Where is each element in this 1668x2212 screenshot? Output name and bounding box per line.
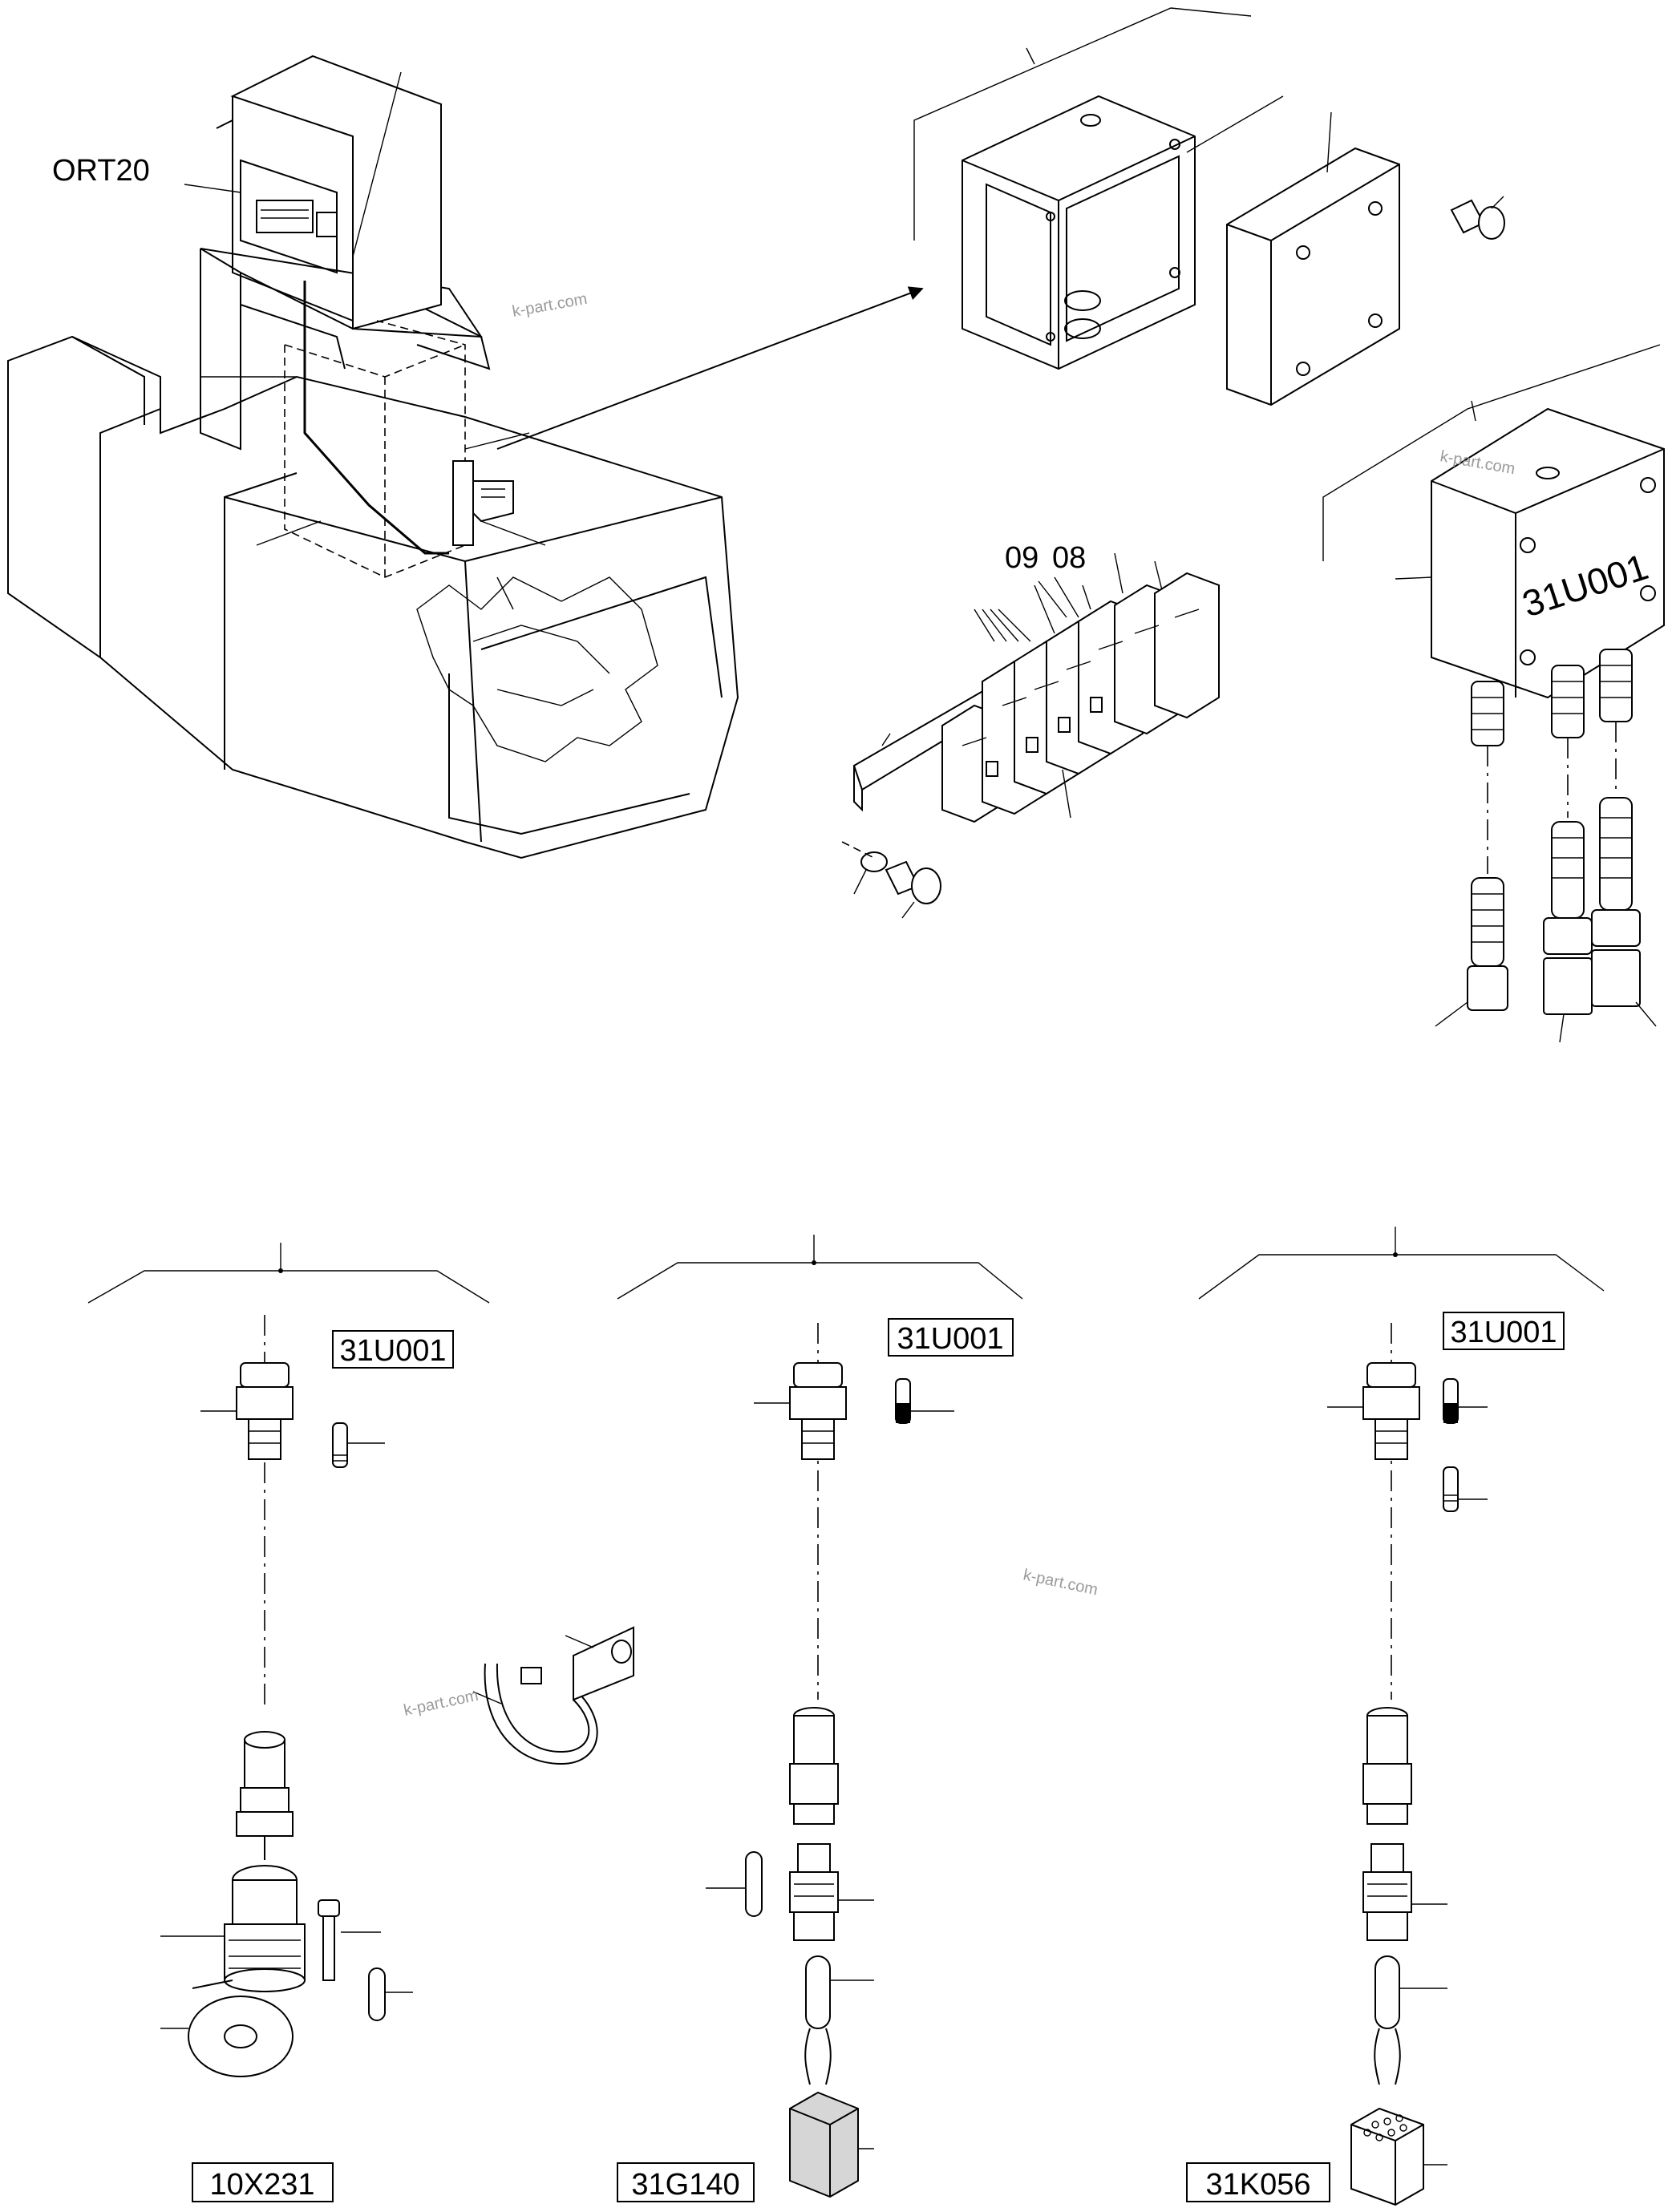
kit1-top-tag-box [332, 1330, 454, 1369]
terminal-label-09: 09 [1005, 541, 1038, 575]
junction-box-exploded: 31U001 [913, 7, 1665, 1043]
cable-tie-and-plate [472, 1626, 634, 1765]
connector-kit-3 [1198, 1227, 1605, 2206]
kit1-top-tag: 31U001 [339, 1334, 446, 1368]
watermark-3: k-part.com [1022, 1566, 1099, 1599]
ort20-label: ORT20 [52, 154, 150, 188]
connector-kit-1 [87, 1243, 490, 2077]
kit2-top-tag-box [888, 1318, 1014, 1357]
kit3-top-tag: 31U001 [1450, 1316, 1557, 1349]
cable-glands [1471, 649, 1633, 746]
kit2-bottom-tag-box [617, 2162, 755, 2202]
kit3-bottom-tag: 31K056 [1205, 2168, 1310, 2202]
kit1-bottom-tag: 10X231 [209, 2168, 314, 2202]
kit2-top-tag: 31U001 [897, 1322, 1003, 1356]
kit2-bottom-tag: 31G140 [631, 2168, 739, 2202]
terminal-label-08: 08 [1052, 541, 1086, 575]
machine-overview [7, 55, 924, 859]
watermark-1: k-part.com [511, 290, 589, 321]
kit3-top-tag-box [1443, 1312, 1565, 1350]
connector-kit-2 [617, 1235, 1023, 2198]
terminal-strip: 09 08 [841, 541, 1220, 919]
kit1-bottom-tag-box [192, 2162, 334, 2202]
kit3-bottom-tag-box [1186, 2162, 1330, 2202]
watermark-4: k-part.com [402, 1687, 480, 1720]
